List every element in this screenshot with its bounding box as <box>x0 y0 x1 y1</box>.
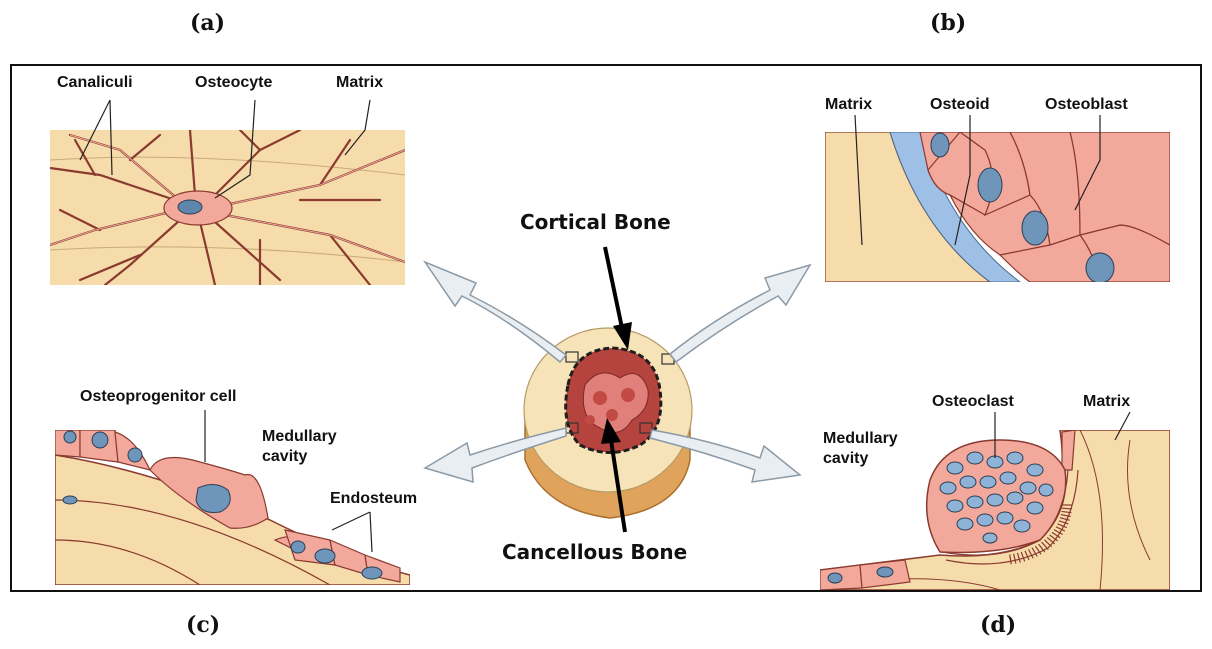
arrow-to-panel-a <box>425 262 566 362</box>
label-cortical-bone: Cortical Bone <box>520 210 671 234</box>
label-matrix-a: Matrix <box>336 74 383 92</box>
label-medullary-d-line1: Medullary <box>823 430 898 448</box>
panel-a-illustration <box>50 130 405 285</box>
label-medullary-c-line2: cavity <box>262 448 307 466</box>
label-osteoblast: Osteoblast <box>1045 96 1128 114</box>
label-endosteum: Endosteum <box>330 490 417 508</box>
label-osteoclast: Osteoclast <box>932 393 1014 411</box>
label-medullary-c-line1: Medullary <box>262 428 337 446</box>
label-osteocyte: Osteocyte <box>195 74 272 92</box>
arrow-to-panel-b <box>670 265 810 362</box>
label-canaliculi: Canaliculi <box>57 74 133 92</box>
label-cancellous-bone: Cancellous Bone <box>502 540 687 564</box>
label-matrix-d: Matrix <box>1083 393 1130 411</box>
label-medullary-d-line2: cavity <box>823 450 868 468</box>
label-osteoprogenitor-cell: Osteoprogenitor cell <box>80 388 236 406</box>
label-osteoid: Osteoid <box>930 96 990 114</box>
label-matrix-b: Matrix <box>825 96 872 114</box>
ruffled-border-fold <box>1062 508 1072 509</box>
panel-b-illustration <box>825 132 1170 283</box>
